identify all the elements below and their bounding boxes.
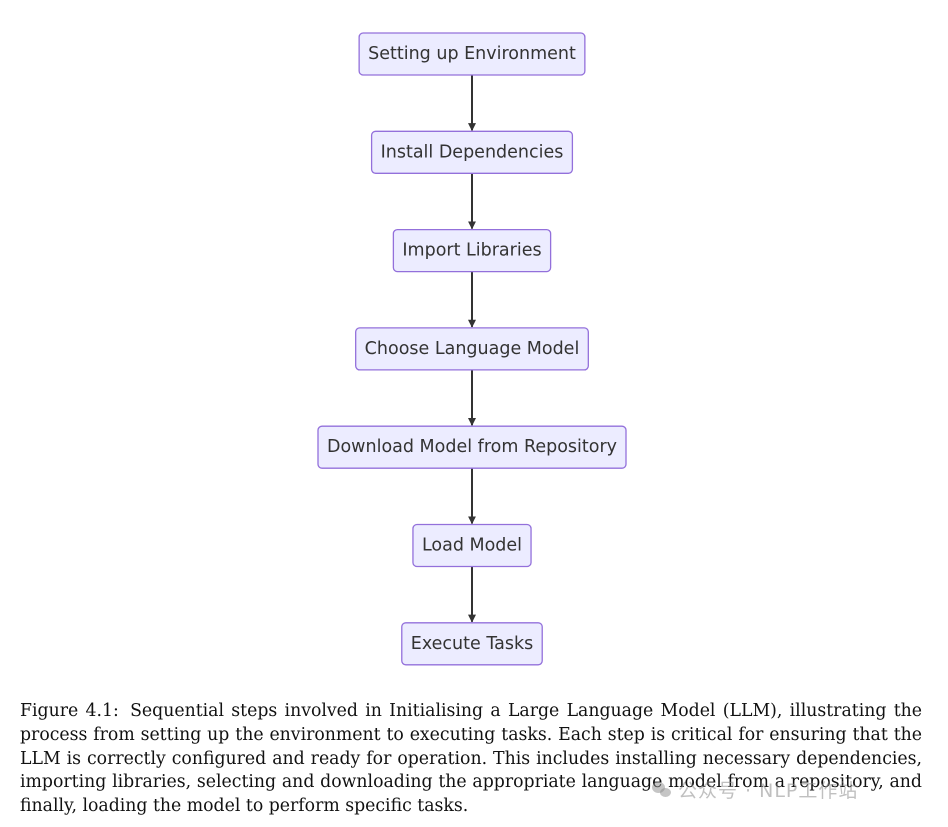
node-label: Setting up Environment (368, 44, 576, 64)
flow-node: Download Model from Repository (317, 425, 627, 469)
flow-node: Import Libraries (392, 228, 552, 273)
node-box (392, 228, 552, 273)
node-label: Import Libraries (402, 241, 541, 261)
node-label: Execute Tasks (411, 634, 533, 654)
node-box (317, 425, 627, 469)
flow-node: Load Model (412, 523, 532, 568)
flow-node: Execute Tasks (401, 622, 543, 666)
node-box (358, 32, 586, 76)
node-label: Load Model (422, 536, 522, 556)
flow-node: Choose Language Model (355, 327, 589, 371)
node-box (412, 523, 532, 568)
node-label: Download Model from Repository (327, 437, 617, 457)
node-box (401, 622, 543, 666)
flow-node: Install Dependencies (370, 130, 574, 174)
node-label: Install Dependencies (381, 142, 564, 162)
node-label: Choose Language Model (365, 339, 580, 359)
node-box (355, 327, 589, 371)
flow-node: Setting up Environment (358, 32, 586, 76)
node-box (370, 130, 574, 174)
figure-caption: Figure 4.1: Sequential steps involved in… (20, 700, 922, 819)
caption-text: Sequential steps involved in Initialisin… (20, 701, 922, 817)
caption-label: Figure 4.1: (20, 701, 119, 721)
